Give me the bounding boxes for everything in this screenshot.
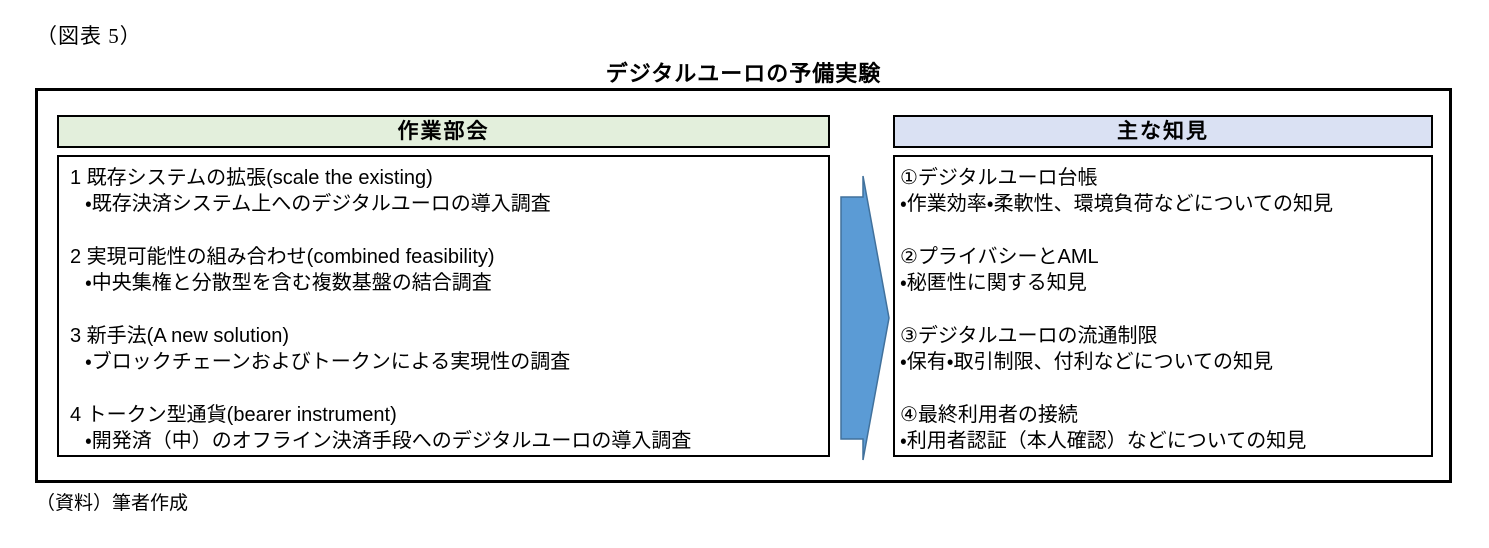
right-arrow-icon bbox=[840, 173, 890, 465]
finding-item-4-detail: ・利用者認証（本人確認）などについての知見 bbox=[900, 430, 1307, 452]
workgroup-item-4: 4 トークン型通貨(bearer instrument) ・開発済（中）のオフラ… bbox=[70, 402, 822, 454]
left-panel-body: 1 既存システムの拡張(scale the existing) ・既存決済システ… bbox=[57, 155, 830, 457]
finding-item-3-title: ③デジタルユーロの流通制限 bbox=[900, 325, 1158, 347]
finding-item-3: ③デジタルユーロの流通制限 ・保有・取引制限、付利などについての知見 bbox=[900, 323, 1427, 375]
outer-frame: 作業部会 1 既存システムの拡張(scale the existing) ・既存… bbox=[35, 88, 1452, 483]
left-panel-header: 作業部会 bbox=[57, 115, 830, 148]
figure-title: デジタルユーロの予備実験 bbox=[605, 61, 882, 86]
source-note: （資料）筆者作成 bbox=[36, 493, 189, 514]
workgroup-item-3-title: 3 新手法(A new solution) bbox=[70, 325, 289, 347]
workgroup-item-3: 3 新手法(A new solution) ・ブロックチェーンおよびトークンによ… bbox=[70, 323, 822, 375]
finding-item-2: ②プライバシーとAML ・秘匿性に関する知見 bbox=[900, 244, 1427, 296]
finding-item-1-title: ①デジタルユーロ台帳 bbox=[900, 167, 1098, 189]
finding-item-1-detail: ・作業効率・柔軟性、環境負荷などについての知見 bbox=[900, 193, 1333, 215]
workgroup-item-2-title: 2 実現可能性の組み合わせ(combined feasibility) bbox=[70, 246, 495, 268]
finding-item-4: ④最終利用者の接続 ・利用者認証（本人確認）などについての知見 bbox=[900, 402, 1427, 454]
workgroup-item-1-detail: ・既存決済システム上へのデジタルユーロの導入調査 bbox=[85, 193, 551, 215]
finding-item-4-title: ④最終利用者の接続 bbox=[900, 404, 1078, 426]
figure-label: （図表 5） bbox=[36, 24, 142, 48]
finding-item-3-detail: ・保有・取引制限、付利などについての知見 bbox=[900, 351, 1273, 373]
right-panel-header: 主な知見 bbox=[893, 115, 1433, 148]
right-panel-body: ①デジタルユーロ台帳 ・作業効率・柔軟性、環境負荷などについての知見 ②プライバ… bbox=[893, 155, 1433, 457]
workgroup-item-1: 1 既存システムの拡張(scale the existing) ・既存決済システ… bbox=[70, 165, 822, 217]
finding-item-2-title: ②プライバシーとAML bbox=[900, 246, 1099, 268]
workgroup-item-3-detail: ・ブロックチェーンおよびトークンによる実現性の調査 bbox=[85, 351, 571, 373]
workgroup-item-2: 2 実現可能性の組み合わせ(combined feasibility) ・中央集… bbox=[70, 244, 822, 296]
workgroup-item-1-title: 1 既存システムの拡張(scale the existing) bbox=[70, 167, 433, 189]
finding-item-2-detail: ・秘匿性に関する知見 bbox=[900, 272, 1087, 294]
finding-item-1: ①デジタルユーロ台帳 ・作業効率・柔軟性、環境負荷などについての知見 bbox=[900, 165, 1427, 217]
workgroup-item-4-title: 4 トークン型通貨(bearer instrument) bbox=[70, 404, 397, 426]
workgroup-item-2-detail: ・中央集権と分散型を含む複数基盤の結合調査 bbox=[85, 272, 492, 294]
workgroup-item-4-detail: ・開発済（中）のオフライン決済手段へのデジタルユーロの導入調査 bbox=[85, 430, 692, 452]
